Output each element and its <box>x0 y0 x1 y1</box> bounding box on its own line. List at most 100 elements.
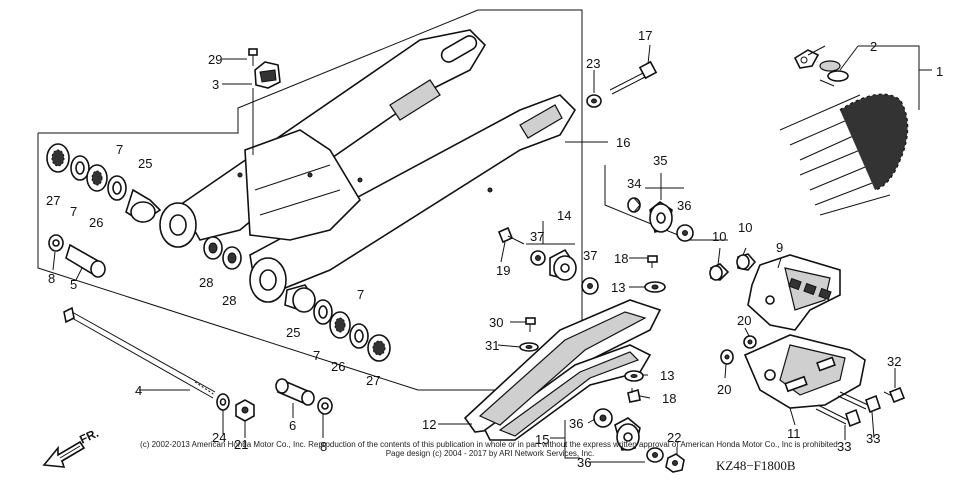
callout-9: 9 <box>776 240 783 255</box>
lower-roller <box>614 417 641 451</box>
callout-26a: 26 <box>89 215 103 230</box>
roller-bolt <box>497 226 525 245</box>
swingarm <box>159 29 577 303</box>
callout-11: 11 <box>787 426 801 441</box>
callout-31: 31 <box>485 338 499 353</box>
callout-24: 24 <box>212 430 226 445</box>
swingarm-group-box-left <box>37 133 419 391</box>
callout-15: 15 <box>535 432 549 447</box>
callout-33a: 33 <box>837 439 851 454</box>
callout-17: 17 <box>638 28 652 43</box>
dust-seal-upper <box>46 143 70 173</box>
callout-19: 19 <box>496 263 510 278</box>
guide-nut-lower <box>624 370 644 382</box>
drive-chain <box>779 93 909 216</box>
callout-18a: 18 <box>614 251 628 266</box>
callout-7d: 7 <box>313 348 320 363</box>
callout-5: 5 <box>70 277 77 292</box>
pivot-nut <box>235 399 255 422</box>
pivot-clamp <box>254 61 281 89</box>
pivot-collar-right <box>275 378 315 406</box>
callout-20a: 20 <box>737 313 751 328</box>
guide-screw-upper <box>647 255 658 268</box>
roller-collar-34 <box>627 197 641 213</box>
callout-37a: 37 <box>530 229 544 244</box>
chain-master-link <box>793 49 849 87</box>
callout-22: 22 <box>667 430 681 445</box>
callout-29: 29 <box>208 52 222 67</box>
flange-nut <box>586 94 602 108</box>
pivot-washer-right-b <box>317 397 333 415</box>
callout-18b: 18 <box>662 391 676 406</box>
guide-screw-lower <box>627 388 641 403</box>
guide-bolt-long-b <box>815 404 861 428</box>
pivot-washer-left <box>48 234 64 252</box>
guide-bolt-long-a <box>837 391 881 414</box>
chain-slider-bolt-long <box>609 60 658 95</box>
callout-14: 14 <box>557 208 571 223</box>
callout-27b: 27 <box>366 373 380 388</box>
chain-roller <box>549 248 577 281</box>
thrust-washer-lower-b <box>349 323 369 349</box>
callout-37b: 37 <box>583 248 597 263</box>
callout-36a: 36 <box>677 198 691 213</box>
guide-nut-upper <box>644 281 666 293</box>
callout-35: 35 <box>653 153 667 168</box>
chain-guide <box>743 334 866 409</box>
pivot-collar-upper <box>125 188 162 223</box>
callout-10b: 10 <box>738 220 752 235</box>
callout-28b: 28 <box>222 293 236 308</box>
drawing-id: KZ48−F1800B <box>716 458 796 473</box>
roller-35 <box>649 201 673 234</box>
callout-4: 4 <box>135 383 142 398</box>
chain-guide-slider <box>747 254 841 331</box>
thrust-washer-lower <box>313 299 333 325</box>
clamp-bolt <box>248 48 258 66</box>
lower-roller-nut <box>665 453 685 473</box>
callout-30: 30 <box>489 315 503 330</box>
callout-1: 1 <box>936 64 943 79</box>
callout-34: 34 <box>627 176 641 191</box>
chain-slider <box>463 299 662 441</box>
callout-13a: 13 <box>611 280 625 295</box>
pivot-collar-left <box>65 243 106 278</box>
slider-screw <box>525 317 536 332</box>
callout-8a: 8 <box>48 271 55 286</box>
callout-23: 23 <box>586 56 600 71</box>
callout-26b: 26 <box>331 359 345 374</box>
guide-collar-b <box>736 253 757 271</box>
callout-27a: 27 <box>46 193 60 208</box>
needle-bearing-28a <box>203 236 223 260</box>
callout-7b: 7 <box>70 204 77 219</box>
lower-roller-collar-b <box>646 447 664 463</box>
page-design-notice: Page design (c) 2004 - 2017 by ARI Netwo… <box>385 449 595 458</box>
callout-numbers: 1 2 3 4 5 6 7 7 7 7 8 8 9 10 10 11 12 13… <box>46 28 943 470</box>
chain-guide-group-box <box>604 165 728 241</box>
copyright-notice: (c) 2002-2013 American Honda Motor Co., … <box>140 440 840 449</box>
callout-33b: 33 <box>866 431 880 446</box>
roller-collar-left <box>530 250 546 266</box>
thrust-washer-upper <box>70 155 90 181</box>
needle-bearing-28b <box>222 246 242 270</box>
callout-36c: 36 <box>577 455 591 470</box>
callout-6: 6 <box>289 418 296 433</box>
callout-3: 3 <box>212 77 219 92</box>
guide-bolt-short <box>883 386 906 404</box>
callout-12: 12 <box>422 417 436 432</box>
callout-8b: 8 <box>320 439 327 454</box>
callout-25b: 25 <box>286 325 300 340</box>
guide-collar-20b <box>720 349 734 365</box>
lower-roller-collar-a <box>593 408 613 428</box>
roller-collar-36 <box>676 224 694 242</box>
callout-10a: 10 <box>712 229 726 244</box>
needle-bearing-lower <box>329 311 351 339</box>
roller-collar-right <box>581 277 599 295</box>
callout-21: 21 <box>234 437 248 452</box>
callout-7c: 7 <box>357 287 364 302</box>
leader-lines <box>52 44 932 463</box>
needle-bearing-upper <box>86 164 108 192</box>
callout-36b: 36 <box>569 416 583 431</box>
pivot-collar-lower <box>284 284 317 313</box>
guide-collar-20a <box>743 335 757 349</box>
